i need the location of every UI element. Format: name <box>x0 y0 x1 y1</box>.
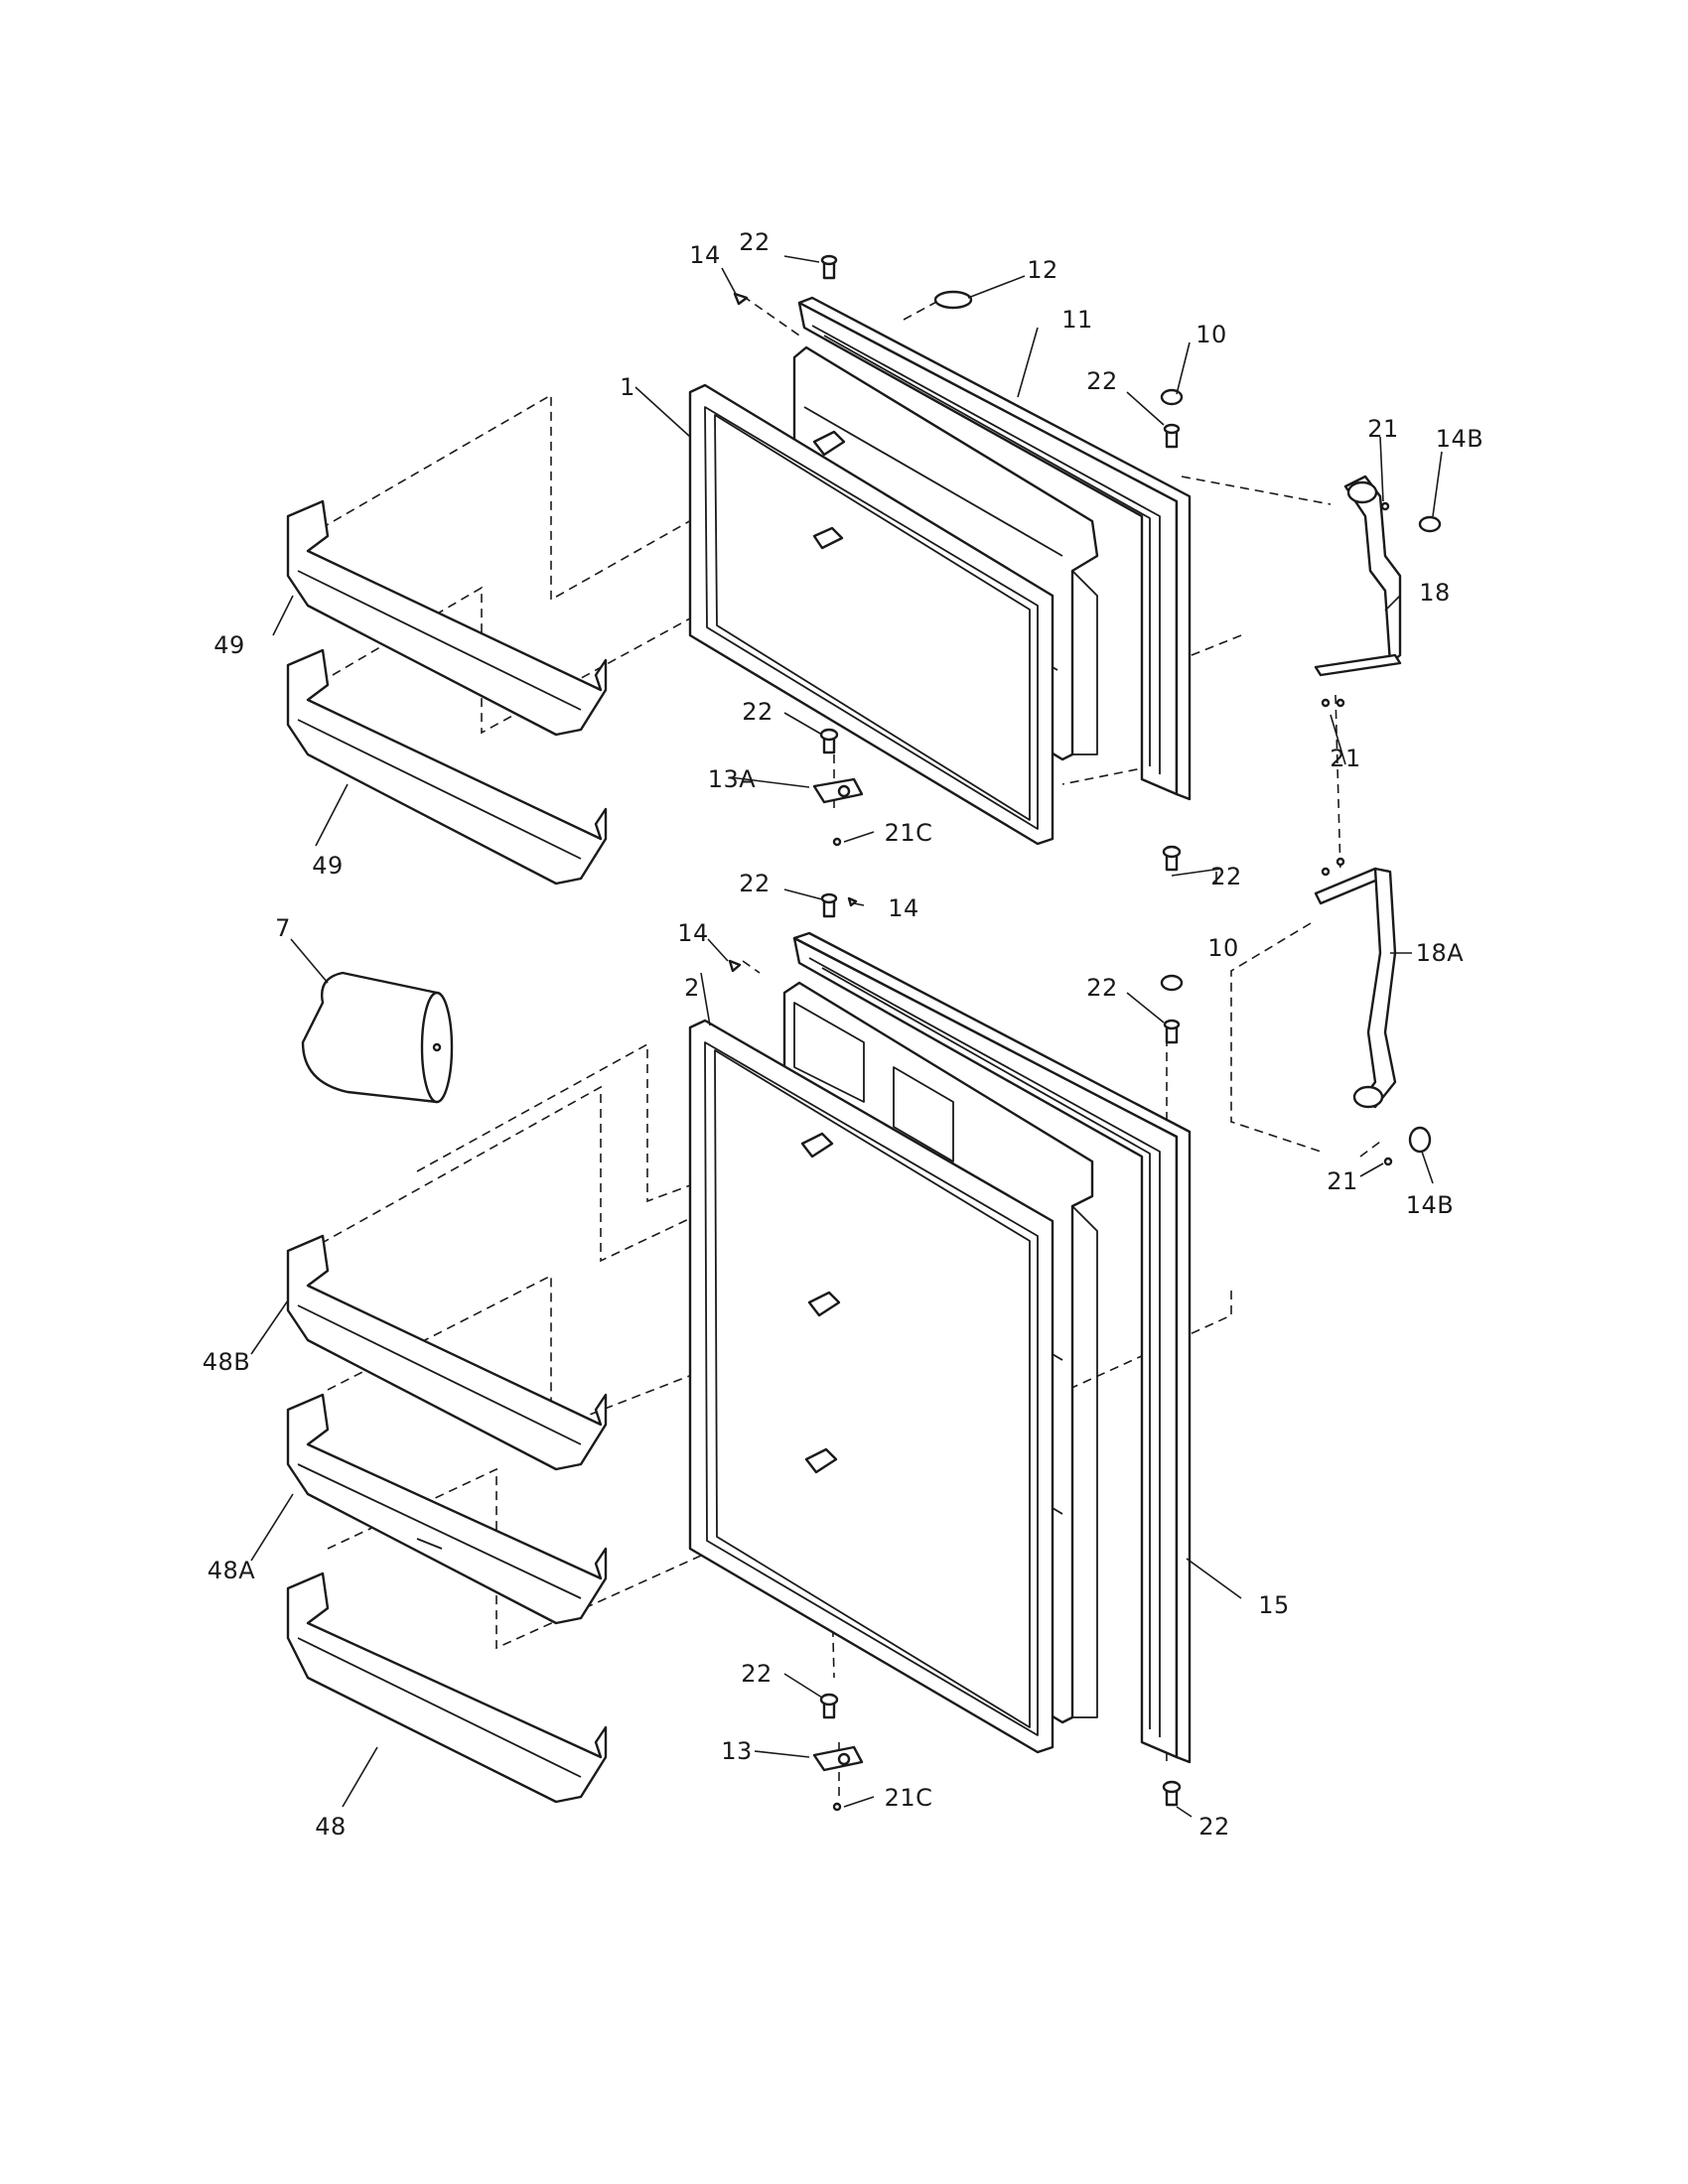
callout-48: 48 <box>315 1813 347 1841</box>
upper-hinge-18 <box>1314 475 1402 677</box>
door-stop-lower <box>800 1132 841 1474</box>
fresh-food-door-gasket-2 <box>688 1019 1055 1754</box>
callout-22: 22 <box>1086 974 1118 1002</box>
callout-22: 22 <box>739 870 771 897</box>
fresh-food-door-outer-panel-15 <box>792 931 1192 1764</box>
door-bin-48a <box>286 1393 608 1625</box>
callout-22: 22 <box>1198 1813 1230 1841</box>
callout-15: 15 <box>1258 1591 1290 1619</box>
callout-14: 14 <box>689 241 721 269</box>
callout-21: 21 <box>1330 745 1361 772</box>
door-bin-48 <box>286 1571 608 1804</box>
lower-hinge-18a <box>1314 867 1397 1109</box>
hinge-pins-13 <box>812 777 864 1772</box>
door-bin-48b <box>286 1234 608 1471</box>
freezer-door-gasket-1 <box>688 383 1055 846</box>
callout-labels: 22 14 12 11 10 22 1 21 14B 18 49 49 22 2… <box>203 228 1484 1841</box>
callout-10: 10 <box>1196 321 1227 348</box>
small-screws <box>728 292 1393 1812</box>
callout-21: 21 <box>1367 415 1399 443</box>
callout-12: 12 <box>1027 256 1058 284</box>
callout-21: 21 <box>1327 1167 1358 1195</box>
callout-49: 49 <box>312 852 344 880</box>
callout-18: 18 <box>1419 579 1451 607</box>
callout-49: 49 <box>213 631 245 659</box>
callout-14: 14 <box>677 919 709 947</box>
callout-48a: 48A <box>208 1557 256 1584</box>
door-bin-49-upper <box>286 499 608 737</box>
callout-22: 22 <box>742 698 774 726</box>
callout-leaders <box>250 255 1443 1818</box>
callout-18a: 18A <box>1416 939 1465 967</box>
callout-21c: 21C <box>885 819 933 847</box>
callout-14b: 14B <box>1406 1191 1455 1219</box>
callout-13: 13 <box>721 1737 753 1765</box>
door-bin-49-lower <box>286 648 608 886</box>
callout-22: 22 <box>741 1660 773 1688</box>
freezer-door-outer-panel-11 <box>797 296 1192 801</box>
callout-10: 10 <box>1207 934 1239 962</box>
callout-14: 14 <box>888 894 919 922</box>
screw-22 <box>819 254 1182 1807</box>
callout-1: 1 <box>620 373 635 401</box>
callout-11: 11 <box>1061 306 1093 334</box>
callout-21c: 21C <box>885 1784 933 1812</box>
callout-48b: 48B <box>203 1348 251 1376</box>
callout-14b: 14B <box>1436 425 1484 453</box>
callout-22: 22 <box>739 228 771 256</box>
callout-7: 7 <box>275 914 291 942</box>
callout-22: 22 <box>1210 863 1242 890</box>
callout-13a: 13A <box>708 765 757 793</box>
callout-2: 2 <box>684 974 700 1002</box>
caps-10-12-14b <box>933 290 1442 1154</box>
door-stop-upper <box>812 430 846 550</box>
callout-22: 22 <box>1086 367 1118 395</box>
dairy-container-7 <box>301 971 454 1104</box>
